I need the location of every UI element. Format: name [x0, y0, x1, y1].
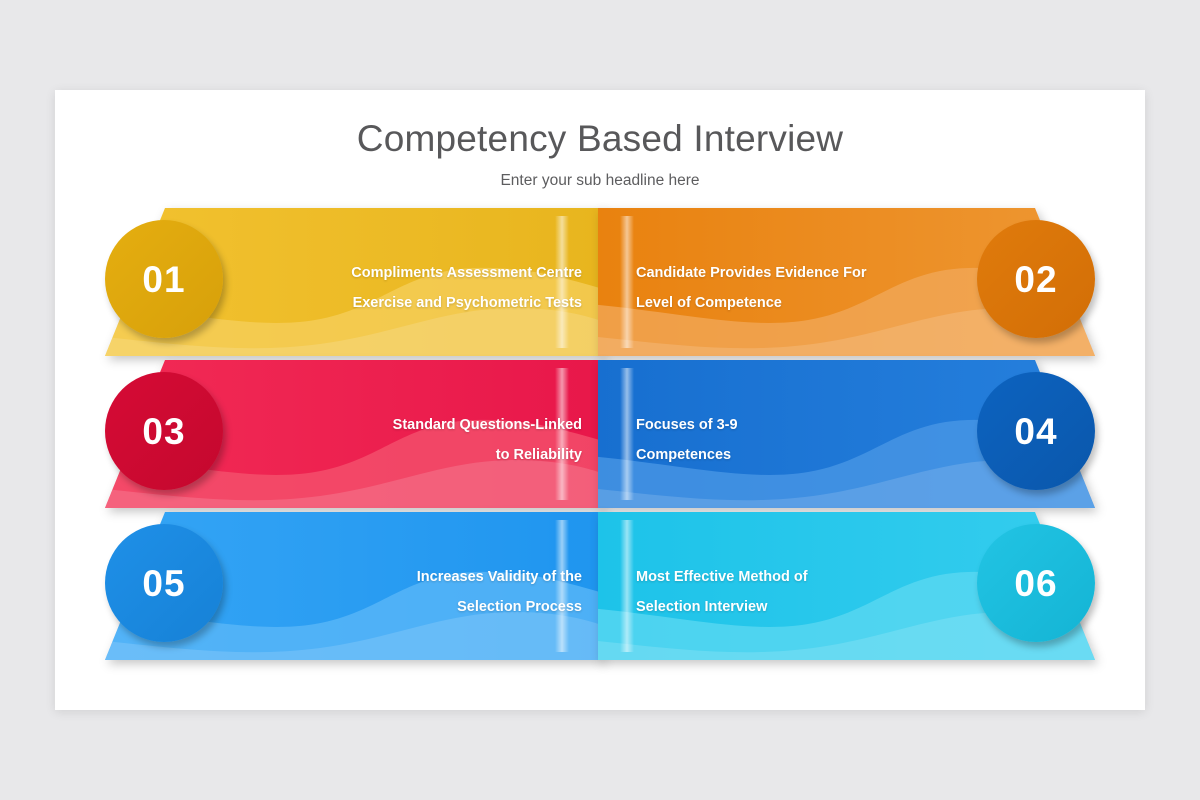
- item-number-circle[interactable]: 05: [105, 524, 223, 642]
- info-item-06[interactable]: 06 Most Effective Method of Selection Inte…: [598, 512, 1095, 660]
- item-text-line-1: Focuses of 3-9: [636, 417, 738, 433]
- item-band: [598, 208, 1095, 356]
- item-text-line-2: Selection Process: [457, 599, 582, 615]
- item-number: 05: [142, 562, 186, 604]
- item-number-circle[interactable]: 04: [977, 372, 1095, 490]
- item-text-line-1: Most Effective Method of: [636, 569, 808, 585]
- item-number: 04: [1014, 410, 1058, 452]
- item-text-line-1: Increases Validity of the: [416, 569, 582, 585]
- item-text-line-2: Exercise and Psychometric Tests: [352, 295, 582, 311]
- item-number: 02: [1014, 258, 1058, 300]
- item-number-circle[interactable]: 02: [977, 220, 1095, 338]
- slide-header: Competency Based Interview Enter your su…: [55, 90, 1145, 190]
- item-number-circle[interactable]: 03: [105, 372, 223, 490]
- item-text-line-1: Compliments Assessment Centre: [351, 265, 582, 281]
- page-subtitle: Enter your sub headline here: [500, 172, 700, 189]
- item-number-circle[interactable]: 06: [977, 524, 1095, 642]
- item-text: Standard Questions-Linked to Reliability: [292, 410, 582, 470]
- item-text: Most Effective Method of Selection Interv…: [636, 562, 926, 622]
- item-text-line-2: Level of Competence: [636, 295, 782, 311]
- page-title: Competency Based Interview: [356, 118, 844, 159]
- item-number: 03: [142, 410, 186, 452]
- item-text-line-1: Standard Questions-Linked: [392, 417, 582, 433]
- info-item-03[interactable]: 03 Standard Questions-Linked to Reliabilit…: [105, 360, 602, 508]
- item-band: [105, 208, 602, 356]
- item-text-line-1: Candidate Provides Evidence For: [636, 265, 867, 281]
- item-text-line-2: Selection Interview: [636, 599, 768, 615]
- item-text-line-2: to Reliability: [495, 447, 582, 463]
- item-text-line-2: Competences: [636, 447, 732, 463]
- item-band: [105, 512, 602, 660]
- item-number-circle[interactable]: 01: [105, 220, 223, 338]
- item-band: [105, 360, 602, 508]
- item-number: 06: [1014, 562, 1058, 604]
- slide-card: Competency Based Interview Enter your su…: [55, 90, 1145, 710]
- item-number: 01: [142, 258, 186, 300]
